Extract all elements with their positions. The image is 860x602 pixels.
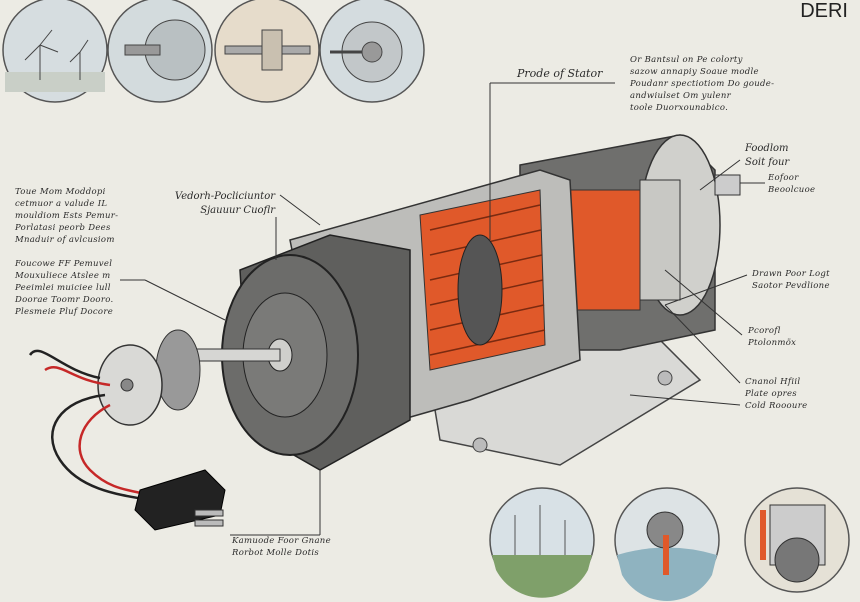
text-line: cetmuor a valude IL [15,199,108,209]
leader-lines [120,82,765,536]
text-line: Cold Roooure [745,401,808,411]
label-right-2: Pcorofl Ptolonmöx [748,325,796,349]
label-top-right-2: Eofoor Beoolcuoe [768,172,815,196]
vignette-generator-unit [744,487,850,593]
text-line: Mnaduir of avlcusiom [15,235,115,245]
text-line: Porlatasi peorb Dees [15,223,111,233]
label-left-paragraph-2: Foucowe FF Pemuvel Mouxuliece Atslee m P… [15,258,113,318]
vignette-wind-farm [489,487,595,598]
stator-windings [419,189,546,371]
text-line: Plesmeie Pluf Docore [15,307,114,317]
vignette-motor-end [319,0,425,103]
text-line: Vedorh-Pocliciuntor [174,191,275,202]
text-line: Plate opres [745,389,797,399]
text-line: mouldiom Ests Pemur- [15,211,119,221]
text-line: Doorae Toomr Dooro. [15,295,114,305]
label-left-paragraph-1: Toue Mom Moddopi cetmuor a valude IL mou… [15,186,118,246]
text-line: Kamuode Foor Gnane [232,536,331,546]
text-line: Eofoor [768,173,799,183]
text-line: Cnanol Hfiil [745,377,801,387]
vignette-hydro [614,487,720,601]
text-line: Rorbot Molle Dotis [232,548,320,558]
text-line: Pcorofl [748,326,781,336]
label-bottom: Kamuode Foor Gnane Rorbot Molle Dotis [232,535,331,559]
brand-logo: DERI [800,0,848,22]
text-line: Soit four [745,157,790,168]
text-line: Toue Mom Moddopi [15,187,106,197]
label-stator-title: Prode of Stator [517,67,603,80]
text-line: Foucowe FF Pemuvel [15,259,113,269]
cables [28,349,151,502]
text-line: Poudanr spectiotiom Do goude- [630,79,775,89]
text-line: Sjauuur Cuoflr [200,205,275,216]
text-line: sazow annapiy Soaue modle [630,67,759,77]
text-line: Foodlom [745,143,789,154]
vignette-wind-turbines [2,0,108,103]
text-line: Or Bantsul on Pe colorty [630,55,743,65]
vignette-generator-closeup [107,0,213,103]
text-line: toole Duorxounabico. [630,103,729,113]
text-line: Peeimlei muiciee lull [15,283,111,293]
text-line: Ptolonmöx [748,338,797,348]
text-line: Mouxuliece Atslee m [15,271,111,281]
pulley [155,329,201,411]
label-center-left: Vedorh-Pocliciuntor Sjauuur Cuoflr [155,190,275,218]
text-line: Drawn Poor Logt [752,269,830,279]
text-line: Beoolcuoe [768,185,816,195]
vignette-shaft-assembly [214,0,320,103]
label-right-3: Cnanol Hfiil Plate opres Cold Roooure [745,376,807,412]
label-top-right-1: Foodlom Soit four [745,142,789,170]
text-line: andwiulset Om yulenr [630,91,731,101]
label-stator-description: Or Bantsul on Pe colorty sazow annapiy S… [630,54,774,114]
label-right-1: Drawn Poor Logt Saotor Pevdlione [752,268,830,292]
text-line: Saotor Pevdlione [752,281,830,291]
